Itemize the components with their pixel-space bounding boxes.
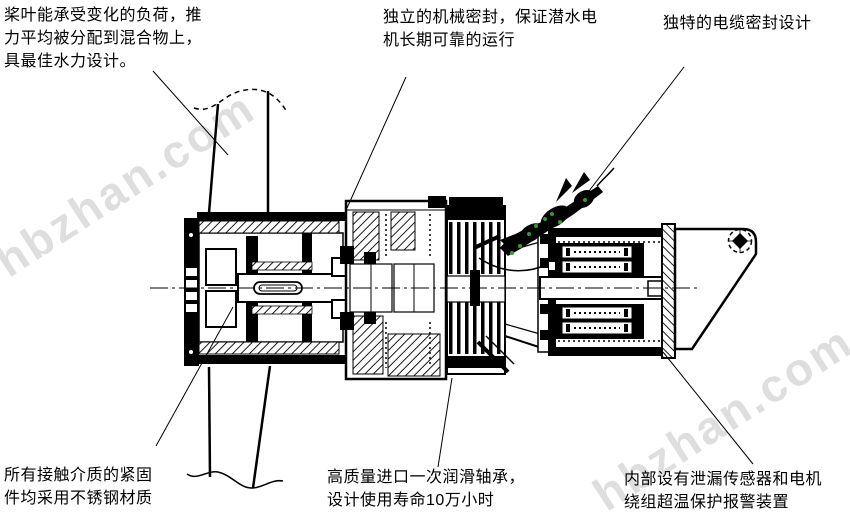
leader-line-propeller: [152, 70, 229, 156]
motor: [539, 223, 676, 359]
annotation-sensors: 内部设有泄漏传感器和电机 绕组超温保护报警装置: [624, 471, 823, 511]
lifting-handle: [478, 257, 550, 272]
annotation-cable-seal: 独特的电缆密封设计: [663, 15, 812, 32]
propeller-blade-top: [193, 88, 288, 214]
propeller-blade-bottom: [186, 365, 284, 489]
cable-clamp: [556, 178, 572, 202]
stator-winding-top: [556, 243, 644, 278]
motor-end-plate: [661, 223, 676, 359]
annotation-bearing: 高质量进口一次润滑轴承， 设计使用寿命10万小时: [327, 469, 526, 509]
annotation-mechanical-seal: 独立的机械密封，保证潜水电 机长期可靠的运行: [383, 9, 598, 49]
mechanical-seal-cartridge: [446, 197, 506, 375]
leader-line-sensors: [662, 351, 754, 465]
hub-fasteners: [205, 248, 237, 328]
cable-gland: [500, 167, 615, 256]
leader-line-cable-seal: [588, 66, 685, 192]
gearbox-housing: [340, 196, 448, 381]
mounting-bracket: [673, 227, 758, 351]
cable-clamp: [572, 172, 590, 193]
leader-line-fasteners: [155, 306, 234, 447]
cable-seal-green-elements: [510, 198, 587, 255]
propeller-hub: [184, 212, 349, 366]
leader-line-mechanical-seal: [346, 76, 407, 209]
annotation-fasteners: 所有接触介质的紧固 件均采用不锈钢材质: [4, 467, 153, 507]
annotation-propeller: 桨叶能承受变化的负荷，推 力平均被分配到混合物上， 具最佳水力设计。: [4, 7, 203, 70]
cable: [596, 167, 615, 187]
stator-winding-bottom: [556, 304, 644, 339]
leader-line-bearing: [437, 377, 453, 468]
leader-lines: [152, 66, 754, 468]
